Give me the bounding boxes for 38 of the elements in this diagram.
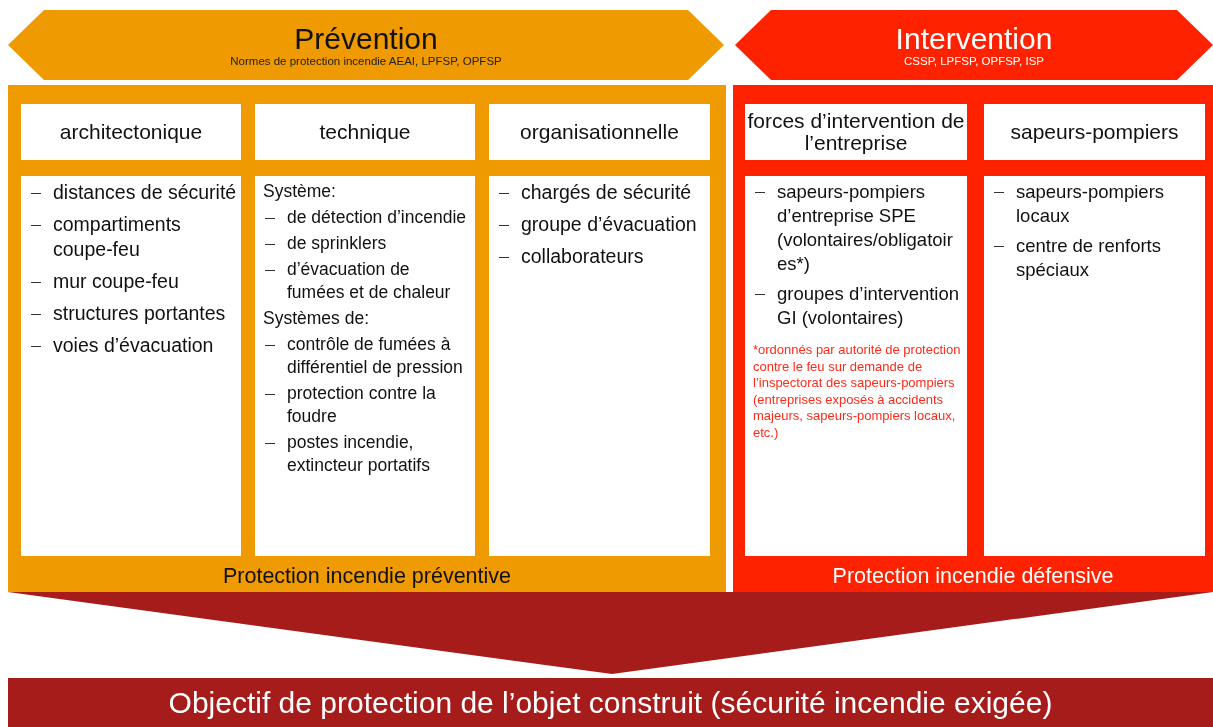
list-item: de détection d’incendie [287,206,467,229]
list-item: voies d’évacuation [53,333,214,358]
footnote: *ordonnés par autorité de protection contre le feu sur demande de l’inspectorat des sapeurs-pompiers (entreprises exposés à accidents majeurs, sapeurs-pompiers locaux, etc.) [753,342,962,441]
item-list-card [489,176,710,556]
category-header: architectonique [21,104,241,160]
item-list-card [255,176,475,556]
list-item: postes incendie, extincteur portatifs [287,431,431,477]
panel-footer-label: Protection incendie défensive [831,563,1115,589]
category-panel [733,85,1213,592]
category-header: sapeurs-pompiers [984,104,1205,160]
list-item: centre de renforts spéciaux [1016,234,1162,282]
list-item: compartiments coupe-feu [53,212,182,262]
item-list-card [745,176,967,556]
objective-banner [8,678,1213,727]
list-item: groupes d’intervention GI (volontaires) [777,282,961,330]
category-header: organisationnelle [489,104,710,160]
category-header: forces d’intervention de l’entreprise [745,104,967,160]
list-item: de sprinklers [287,232,387,255]
regulations-subtitle: Normes de protection incendie AEAI, LPFSP, OPFSP [230,54,502,68]
item-list-card [984,176,1205,556]
panel-footer-label: Protection incendie préventive [221,563,512,589]
list-item: distances de sécurité [53,180,237,205]
list-item: Système: [263,180,336,203]
list-item: mur coupe-feu [53,269,179,294]
objective-text: Objectif de protection de l’objet construit (sécurité incendie exigée) [168,685,1053,720]
list-item: sapeurs-pompiers d’entreprise SPE (volontaires/obligatoires*) [777,180,954,276]
category-panel [8,85,726,592]
category-header: technique [255,104,475,160]
list-item: Systèmes de: [263,307,370,330]
section-title: Intervention [895,22,1053,55]
section-title: Prévention [294,22,438,55]
list-item: structures portantes [53,301,226,326]
item-list-card [21,176,241,556]
list-item: groupe d’évacuation [521,212,697,237]
list-item: collaborateurs [521,244,644,269]
list-item: d’évacuation de fumées et de chaleur [287,258,452,304]
list-item: chargés de sécurité [521,180,692,205]
regulations-subtitle: CSSP, LPFSP, OPFSP, ISP [904,54,1044,68]
